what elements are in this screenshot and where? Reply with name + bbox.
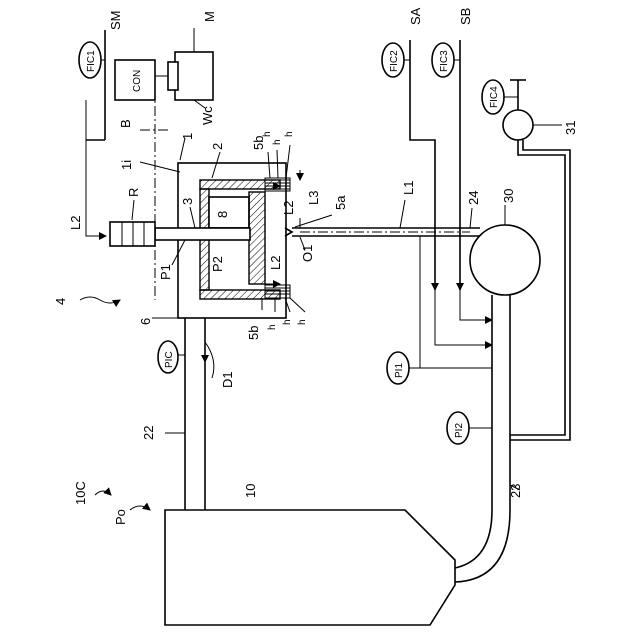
sa-line (410, 40, 435, 290)
leader-1i (140, 162, 180, 172)
label-fic4: FIC4 (489, 86, 500, 108)
label-l2-left: L2 (68, 216, 83, 230)
motor-m (175, 52, 213, 100)
label-10: 10 (243, 484, 258, 498)
label-l1: L1 (401, 181, 416, 195)
label-sb: SB (458, 8, 473, 25)
label-h6: h (297, 319, 308, 325)
label-sm: SM (108, 11, 123, 31)
label-1: 1 (180, 133, 195, 140)
label-l3: L3 (306, 191, 321, 205)
label-b: B (118, 119, 133, 128)
label-h3: h (284, 131, 295, 137)
label-l2-top: L2 (281, 201, 296, 215)
label-fic2: FIC2 (389, 50, 400, 72)
label-wc: Wc (200, 106, 215, 125)
pipe-23-bend-inner (455, 510, 492, 568)
label-3: 3 (180, 198, 195, 205)
label-1i: 1i (119, 160, 134, 170)
leader-d1 (205, 342, 214, 378)
line-to-23b (460, 290, 492, 320)
label-h4: h (267, 324, 278, 330)
leader-2 (212, 152, 220, 178)
label-5a: 5a (333, 195, 348, 210)
label-h1: h (262, 131, 273, 137)
label-pic: PIC (164, 351, 175, 368)
label-5b-bot: 5b (246, 326, 261, 340)
label-pi2: PI2 (454, 423, 465, 438)
separator-30 (470, 225, 540, 295)
label-d1: D1 (220, 371, 235, 388)
label-pi1: PI1 (394, 363, 405, 378)
rod-3 (155, 228, 250, 240)
label-fic3: FIC3 (439, 50, 450, 72)
label-10c: 10C (73, 481, 88, 505)
label-l2-bot: L2 (268, 256, 283, 270)
label-8: 8 (215, 211, 230, 218)
label-o1: O1 (300, 245, 315, 262)
instrument-31 (503, 110, 533, 140)
arrow-10c (95, 491, 111, 495)
arrow-po (130, 506, 150, 510)
label-h2: h (272, 139, 283, 145)
label-fic1: FIC1 (86, 50, 97, 72)
label-con: CON (132, 70, 143, 92)
cylinder-top-wall (200, 180, 280, 189)
label-23: 23 (508, 484, 523, 498)
label-31: 31 (563, 121, 578, 135)
label-24: 24 (466, 191, 481, 205)
signal-l2-left (86, 100, 106, 236)
label-2: 2 (210, 143, 225, 150)
label-6: 6 (138, 318, 153, 325)
diaphragm-5b (249, 192, 265, 284)
leader-3 (190, 207, 195, 228)
tank-10 (165, 510, 455, 625)
arrow-4 (80, 297, 120, 303)
label-30: 30 (501, 189, 516, 203)
pipe-23-bend-outer (455, 510, 510, 582)
label-po: Po (113, 509, 128, 525)
leader-1 (180, 138, 185, 160)
label-p2: P2 (210, 256, 225, 272)
leader-r (132, 200, 134, 220)
line-to-23a (435, 290, 492, 345)
label-22: 22 (141, 426, 156, 440)
label-m: M (202, 11, 217, 22)
label-4: 4 (53, 298, 68, 305)
motor-shaft (168, 62, 178, 90)
label-sa: SA (408, 7, 423, 25)
label-h5: h (282, 319, 293, 325)
label-p1: P1 (158, 264, 173, 280)
label-r: R (126, 188, 141, 197)
